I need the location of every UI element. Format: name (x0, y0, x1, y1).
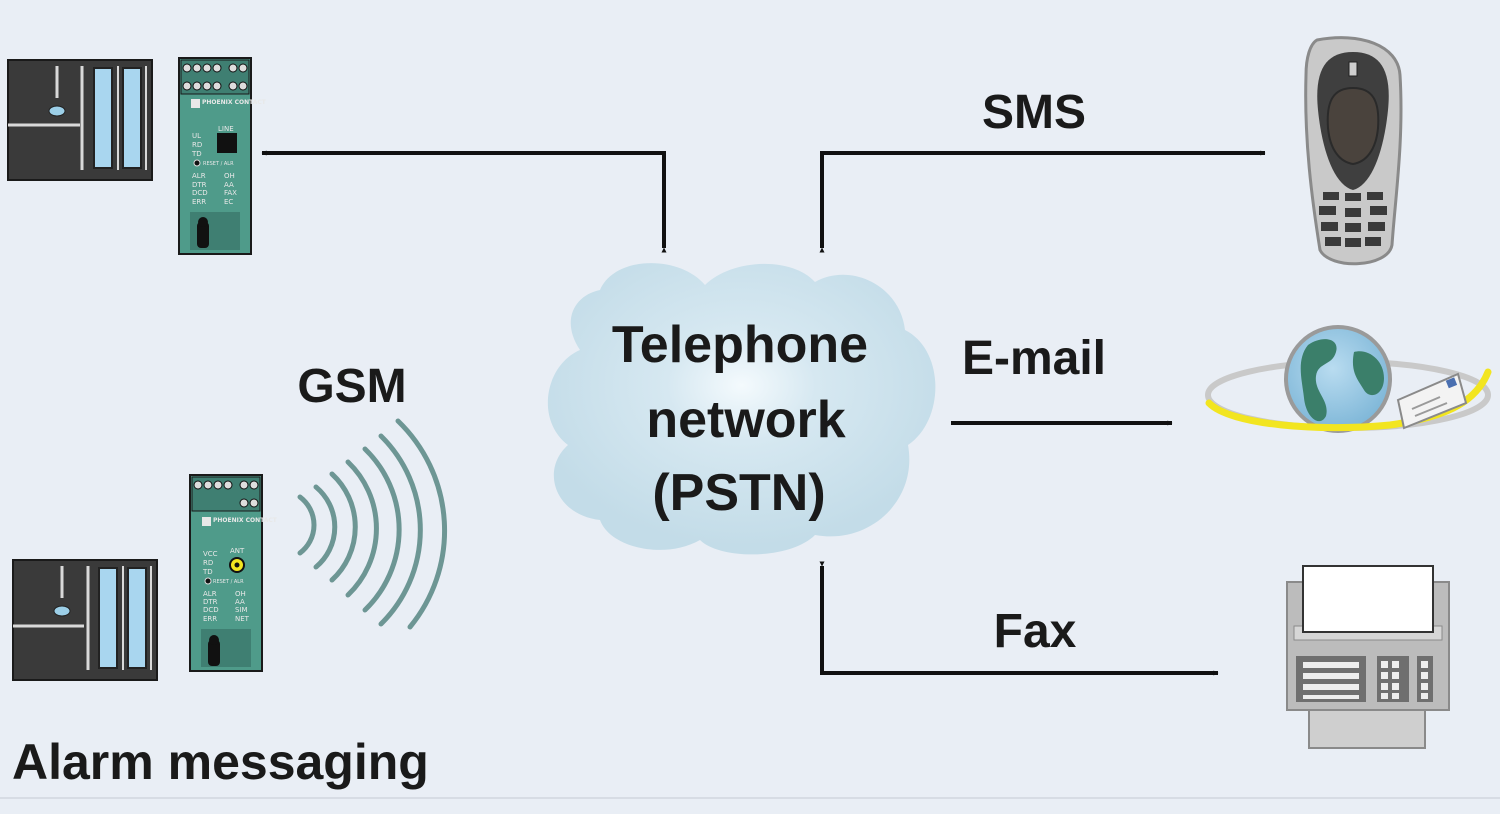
status-label: DCD (192, 189, 208, 197)
led-label: RD (192, 141, 202, 149)
plc-icon (7, 59, 153, 181)
status-label: ALR (192, 172, 206, 180)
radio-waves-icon (297, 418, 448, 630)
mobile-phone-icon (1304, 36, 1403, 266)
email-label: E-mail (962, 332, 1106, 385)
plc-icon (12, 559, 158, 681)
fax-machine-icon (1286, 565, 1450, 749)
arrow-network-fax (819, 561, 1219, 676)
modem-brand: PHOENIX CONTACT (202, 99, 267, 106)
led-label: VCC (203, 550, 218, 558)
status-label: ERR (192, 198, 206, 206)
status-label: SIM (235, 606, 248, 614)
reset-label: RESET / ALR (203, 161, 234, 167)
reset-label: RESET / ALR (213, 579, 244, 585)
led-label: RD (203, 559, 213, 567)
status-label: AA (224, 181, 234, 189)
modem-port-label: LINE (218, 125, 234, 133)
sms-label: SMS (982, 86, 1086, 139)
status-label: FAX (224, 189, 237, 197)
status-label: DTR (192, 181, 207, 189)
modem-port-label: ANT (230, 547, 245, 555)
status-label: DCD (203, 606, 219, 614)
network-label-line1: Telephone (612, 316, 868, 374)
reset-button (193, 159, 201, 167)
reset-button (204, 577, 212, 585)
pstn-cloud (547, 263, 936, 555)
arrow-modem-network (261, 150, 667, 253)
status-label: EC (224, 198, 233, 206)
status-label: OH (235, 590, 246, 598)
network-label-line2: network (646, 391, 845, 449)
status-label: DTR (203, 598, 218, 606)
status-label: NET (235, 615, 250, 623)
modem-icon: PHOENIX CONTACT ANT VCC RD TD RESET / AL… (189, 474, 278, 672)
network-label-line3: (PSTN) (652, 464, 825, 522)
status-label: ERR (203, 615, 217, 623)
led-label: TD (191, 150, 202, 158)
modem-brand: PHOENIX CONTACT (213, 517, 278, 524)
led-label: UL (192, 132, 201, 140)
fax-label: Fax (994, 605, 1077, 658)
modem-icon: PHOENIX CONTACT LINE UL RD TD RESET / AL… (178, 57, 267, 255)
status-label: ALR (203, 590, 217, 598)
diagram-title: Alarm messaging (12, 734, 429, 790)
gsm-label: GSM (297, 360, 406, 413)
status-label: OH (224, 172, 235, 180)
status-label: AA (235, 598, 245, 606)
arrow-network-sms (819, 150, 1266, 253)
led-label: TD (202, 568, 213, 576)
globe-email-icon (1205, 325, 1492, 433)
